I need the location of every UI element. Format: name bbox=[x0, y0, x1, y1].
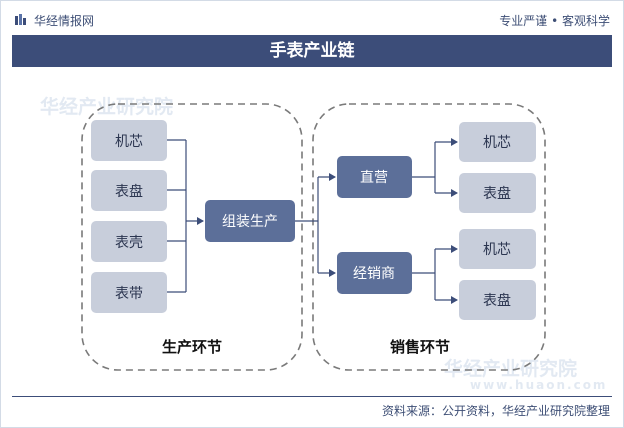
watermark-text: 华经产业研究院 bbox=[40, 96, 174, 118]
output-node-box bbox=[459, 173, 536, 213]
assembly-connectors bbox=[295, 173, 336, 277]
input-node-label: 表壳 bbox=[115, 234, 143, 251]
output-node-label: 表盘 bbox=[483, 185, 511, 202]
header: 华经情报网 专业严谨 • 客观科学 bbox=[12, 6, 612, 30]
input-node-box bbox=[91, 272, 167, 313]
output-node-label: 机芯 bbox=[483, 242, 511, 258]
production-group-label: 生产环节 bbox=[162, 338, 222, 356]
input-node-box bbox=[91, 170, 167, 211]
output-node-box bbox=[459, 229, 536, 269]
channel-label: 经销商 bbox=[353, 266, 395, 282]
source-note: 资料来源：公开资料，华经产业研究院整理 bbox=[381, 404, 610, 418]
channel-label: 直营 bbox=[360, 169, 388, 186]
output-node-box bbox=[459, 122, 536, 162]
sales-group bbox=[312, 103, 546, 371]
channel-connectors bbox=[412, 138, 458, 304]
input-node-label: 机芯 bbox=[115, 134, 143, 150]
sales-group-label: 销售环节 bbox=[390, 338, 450, 356]
input-node-box bbox=[91, 221, 167, 262]
output-node-label: 机芯 bbox=[483, 135, 511, 151]
channel-node-direct bbox=[337, 156, 412, 198]
output-node-box bbox=[459, 280, 536, 320]
footer-divider bbox=[12, 396, 612, 397]
watermark-url: www.huaon.com bbox=[470, 378, 608, 392]
brand-logo-icon bbox=[15, 14, 26, 25]
assembly-node bbox=[205, 200, 295, 242]
assembly-label: 组装生产 bbox=[222, 214, 278, 230]
channel-node-distributor bbox=[337, 252, 412, 294]
brand-name: 华经情报网 bbox=[34, 14, 95, 28]
input-node-box bbox=[91, 120, 167, 161]
output-node-label: 表盘 bbox=[483, 292, 511, 309]
input-node-label: 表盘 bbox=[115, 183, 143, 200]
page-title: 手表产业链 bbox=[12, 35, 612, 67]
input-node-label: 表带 bbox=[115, 286, 143, 302]
production-group bbox=[81, 103, 303, 371]
input-connectors bbox=[167, 139, 204, 293]
watermark-text: 华经产业研究院 bbox=[444, 358, 578, 380]
slogan: 专业严谨 • 客观科学 bbox=[499, 14, 610, 28]
